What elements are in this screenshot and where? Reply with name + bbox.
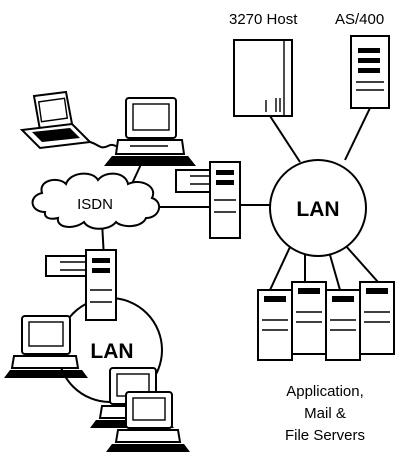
servers-label: Application, Mail & File Servers [285, 383, 365, 444]
router-desktop-center [175, 161, 241, 239]
workstation-bottom-right [106, 391, 190, 452]
as400-label: AS/400 [335, 11, 384, 28]
servers-label-line1: Application, [286, 383, 364, 400]
servers-label-line3: File Servers [285, 427, 365, 444]
lan-main-label: LAN [296, 198, 339, 221]
desktop-pc-top [104, 97, 196, 166]
isdn-cloud: ISDN [31, 172, 161, 230]
laptop-icon [19, 90, 125, 150]
as400-server: AS/400 [335, 11, 390, 109]
server-tower-3 [325, 289, 361, 361]
servers-label-line2: Mail & [304, 405, 346, 422]
workstation-left [4, 315, 88, 378]
router-desktop-branch [45, 249, 117, 321]
lan-main-node: LAN [269, 159, 367, 257]
server-tower-4 [359, 281, 395, 355]
server-tower-2 [291, 281, 327, 355]
isdn-label: ISDN [77, 196, 113, 213]
server-farm [257, 281, 395, 361]
host-3270-label: 3270 Host [229, 11, 298, 28]
lan-branch-label: LAN [90, 340, 133, 363]
host-3270: 3270 Host [229, 11, 298, 117]
server-tower-1 [257, 289, 293, 361]
